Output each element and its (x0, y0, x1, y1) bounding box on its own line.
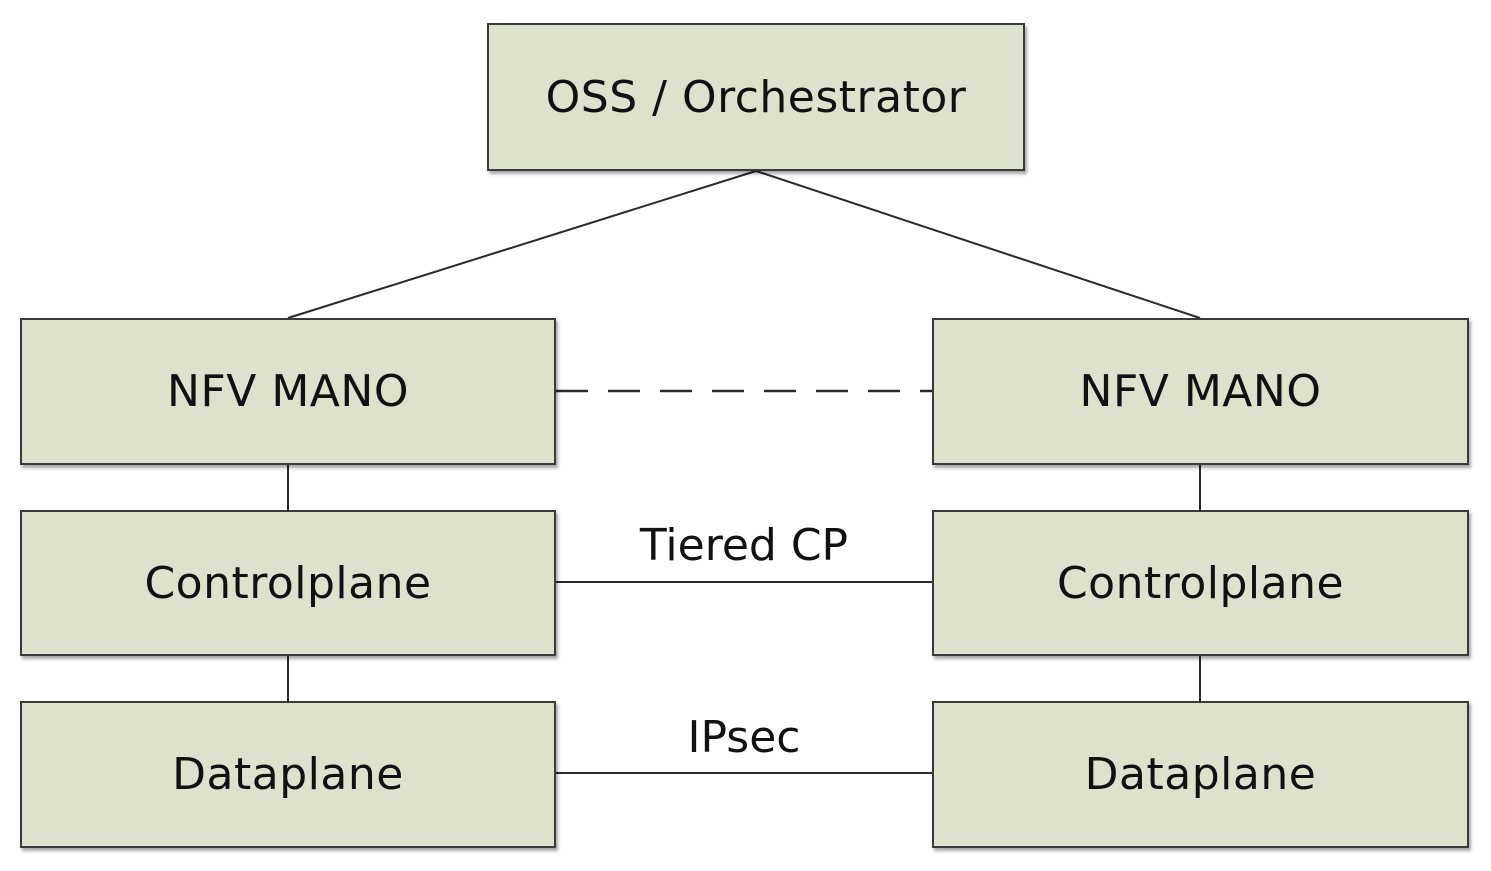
node-right-dataplane: Dataplane (932, 701, 1469, 848)
label-tiered-cp: Tiered CP (639, 520, 849, 571)
node-left-nfv-mano: NFV MANO (20, 318, 556, 465)
node-left-controlplane: Controlplane (20, 510, 556, 656)
node-orchestrator: OSS / Orchestrator (487, 23, 1025, 171)
edge-orchestrator-left-mano (287, 170, 757, 319)
node-right-controlplane: Controlplane (932, 510, 1469, 656)
label-ipsec: IPsec (687, 712, 801, 763)
node-left-dataplane: Dataplane (20, 701, 556, 848)
node-right-nfv-mano: NFV MANO (932, 318, 1469, 465)
edge-orchestrator-right-mano (755, 170, 1201, 319)
